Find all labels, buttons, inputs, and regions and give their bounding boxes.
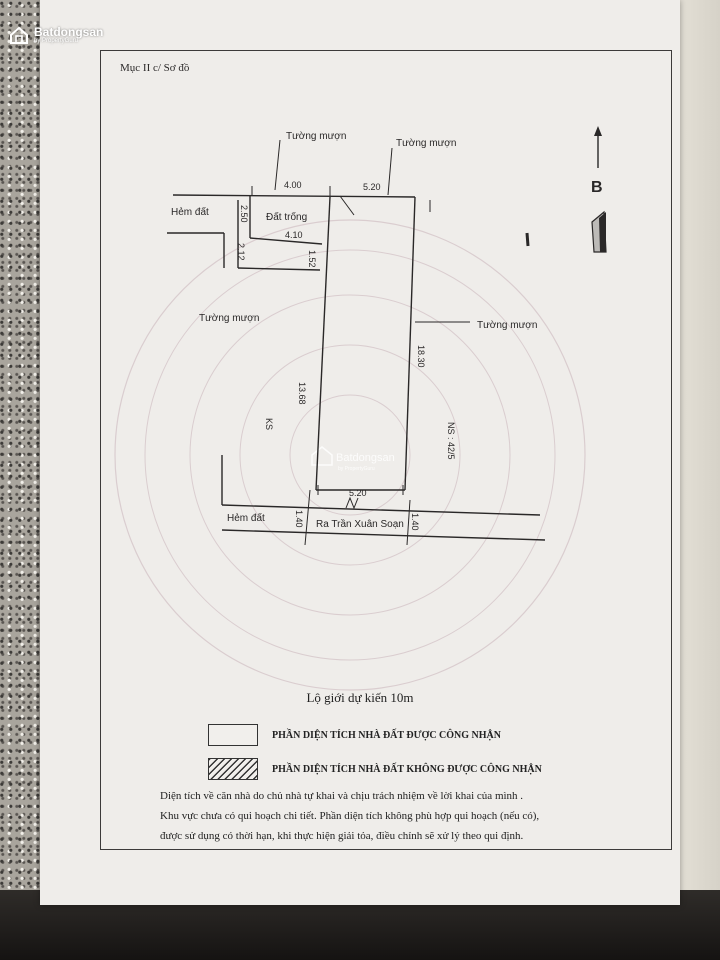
legend-unrecognized-label: PHẦN DIỆN TÍCH NHÀ ĐẤT KHÔNG ĐƯỢC CÔNG N… (272, 763, 542, 775)
right-lot-line (404, 196, 416, 491)
legend-recognized-label: PHẦN DIỆN TÍCH NHÀ ĐẤT ĐƯỢC CÔNG NHẬN (272, 729, 501, 741)
label-tuong-muon-2: Tường mượn (396, 138, 456, 149)
stray-mark (525, 232, 530, 247)
left-lot-line (315, 196, 331, 491)
watermark-sub: by PropertyGuru (34, 38, 79, 44)
center-watermark: Batdongsan by PropertyGuru (311, 446, 395, 472)
door-symbol-icon (345, 496, 359, 510)
dim-road-right-value: 1.40 (410, 513, 420, 531)
dim-top-right: 5.20 (363, 182, 381, 192)
section-title: Mục II c/ Sơ đồ (120, 62, 190, 74)
legend-hatched-box (208, 758, 258, 780)
road-width-note: Lộ giới dự kiến 10m (306, 690, 414, 705)
label-tuong-muon-3: Tường mượn (199, 313, 259, 324)
road-line-bottom (221, 529, 546, 541)
batdongsan-watermark: Batdongsan by PropertyGuru (8, 24, 103, 46)
label-ks: KS (264, 418, 274, 430)
watermark-brand: Batdongsan (34, 25, 104, 39)
label-dat-trong: Đất trống (266, 211, 307, 223)
lower-block-bottom (237, 267, 321, 271)
note-line: được sử dụng có thời hạn, khi thực hiện … (160, 830, 524, 842)
dim-long-left: 13.68 (297, 382, 307, 405)
seal-watermark (114, 219, 586, 691)
dim-road-left-value: 1.40 (294, 510, 304, 528)
label-road: Ra Trần Xuân Soạn (316, 518, 404, 530)
note-line: Diện tích về căn nhà do chủ nhà tự khai … (160, 790, 524, 802)
dim-bottom: 5.20 (349, 488, 367, 498)
dim-road-right (406, 499, 411, 546)
road-line-top (221, 504, 541, 516)
house-logo-icon (10, 26, 28, 44)
dim-top-left: 4.00 (284, 180, 302, 190)
note-line: Khu vực chưa có qui hoạch chi tiết. Phần… (160, 810, 540, 822)
document-sheet (40, 0, 680, 905)
label-hem-dat-bottom: Hẻm đất (227, 512, 265, 524)
leader-tuong-muon-1 (274, 139, 281, 191)
center-watermark-sub: by PropertyGuru (338, 466, 375, 472)
leader-tuong-muon-2 (387, 147, 393, 196)
leader-dat-trong (339, 195, 355, 216)
notes-block: Diện tích về căn nhà do chủ nhà tự khai … (160, 786, 650, 846)
label-ns: NS : 42/5 (446, 422, 456, 460)
legend-blank-box (208, 724, 258, 746)
center-watermark-brand: Batdongsan (336, 452, 395, 464)
label-hem-dat-top: Hẻm đất (171, 206, 209, 218)
dim-small: 1.52 (307, 250, 317, 268)
drawing-frame (100, 50, 672, 850)
label-tuong-muon-4: Tường mượn (477, 320, 537, 331)
upper-block-bottom (249, 237, 323, 245)
north-arrow: B (591, 126, 607, 253)
dim-road-left (304, 489, 311, 546)
dim-left-lower: 2.12 (236, 243, 246, 261)
north-label: B (591, 179, 603, 196)
legend-recognized: PHẦN DIỆN TÍCH NHÀ ĐẤT ĐƯỢC CÔNG NHẬN (208, 724, 501, 746)
dim-inner: 4.10 (285, 230, 303, 240)
dim-left-upper: 2.50 (239, 205, 249, 223)
top-boundary-line (172, 194, 416, 198)
label-tuong-muon-1: Tường mượn (286, 131, 346, 142)
legend-unrecognized: PHẦN DIỆN TÍCH NHÀ ĐẤT KHÔNG ĐƯỢC CÔNG N… (208, 758, 542, 780)
dim-long-right: 18.30 (416, 345, 426, 368)
